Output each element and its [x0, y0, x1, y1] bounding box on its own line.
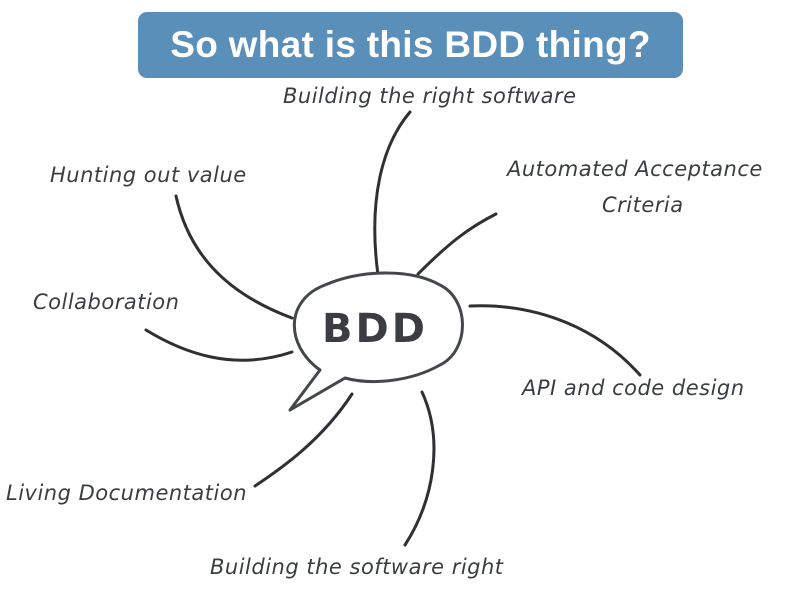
- speech-bubble: [288, 271, 464, 412]
- label-building-right-software: Building the right software: [283, 84, 577, 108]
- branch-api-design: [468, 304, 642, 377]
- title-banner: So what is this BDD thing?: [138, 12, 683, 78]
- label-automated-line2: Criteria: [602, 193, 684, 217]
- branch-hunting-value: [174, 194, 294, 320]
- branch-building-right-software: [373, 110, 412, 277]
- label-api-design: API and code design: [522, 376, 745, 400]
- label-collaboration: Collaboration: [33, 290, 180, 314]
- label-living-documentation: Living Documentation: [6, 481, 247, 505]
- branch-living-documentation: [253, 392, 354, 488]
- branch-building-software-right: [403, 390, 436, 547]
- label-automated-line1: Automated Acceptance: [507, 157, 763, 181]
- center-label: BDD: [322, 306, 428, 352]
- label-hunting-value: Hunting out value: [50, 163, 247, 187]
- branch-automated-acceptance: [416, 212, 498, 276]
- branch-collaboration: [144, 328, 294, 362]
- slide-title: So what is this BDD thing?: [170, 24, 651, 65]
- label-building-software-right: Building the software right: [210, 555, 504, 579]
